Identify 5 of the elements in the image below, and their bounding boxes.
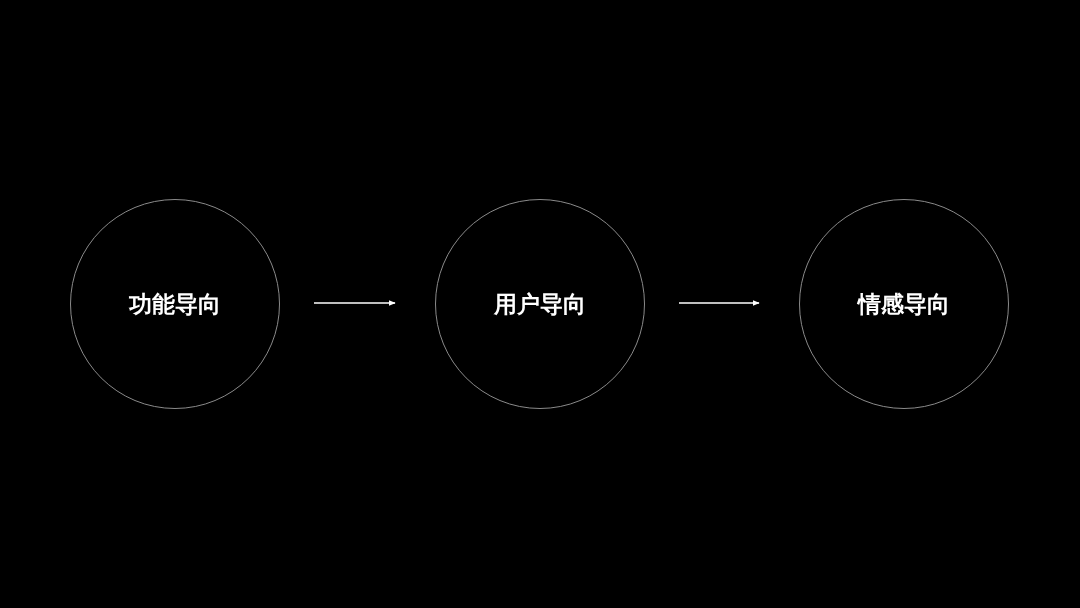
- arrow: [313, 300, 396, 306]
- node-label: 用户导向: [494, 289, 586, 319]
- node-label: 功能导向: [129, 289, 221, 319]
- arrow: [678, 300, 760, 306]
- node-label: 情感导向: [858, 289, 950, 319]
